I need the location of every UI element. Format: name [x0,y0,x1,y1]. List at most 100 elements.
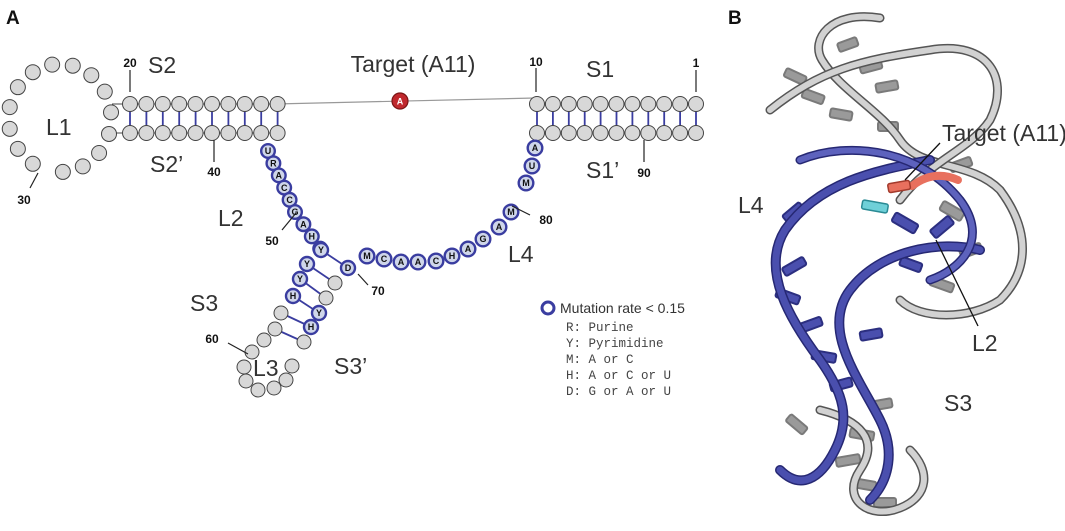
nucleotide-s1p-blue [526,139,544,157]
nucleotide-l3 [284,358,300,374]
base-grey [874,79,900,94]
nucleotide-l4 [459,240,477,258]
nucleotide-l1 [74,158,91,175]
nucleotide-s2 [171,96,188,112]
nucleotide-l1 [9,140,26,157]
stem-label-s2: S2 [148,52,176,78]
pos-10: 10 [529,55,543,69]
nucleotide-l2-letter: G [291,207,298,217]
nucleotide-s3p-letter: Y [316,308,322,318]
nucleotide-l4 [490,218,508,236]
nucleotide-s1p-blue-letter: M [522,178,530,188]
nucleotide-s3-letter: Y [297,274,303,284]
tick-70 [357,273,369,286]
base-grey [938,200,966,222]
pos-40: 40 [207,165,221,179]
nucleotide-s1p-blue-letter: U [529,161,536,171]
nucleotide-s3-letter: Y [318,245,324,255]
nucleotide-l1 [54,163,71,180]
nucleotide-s3-letter: Y [304,259,310,269]
nucleotide-s3 [312,241,330,259]
nucleotide-l2-letter: R [270,158,277,168]
pos-1: 1 [693,56,700,70]
nucleotide-l1 [1,99,18,116]
nucleotide-s3p [327,275,343,291]
nucleotide-s1 [672,96,689,112]
nucleotide-s1p [576,125,593,141]
pos-90: 90 [637,166,651,180]
nucleotide-l4-letter: A [398,257,405,267]
nucleotide-s1p-blue [523,157,541,175]
nucleotide-s2 [220,96,237,112]
nucleotide-l4-letter: M [507,207,515,217]
nucleotide-s1p [624,125,641,141]
nucleotide-s1p [656,125,673,141]
base-blue [890,211,920,235]
nucleotide-s3p-letter: D [345,263,352,273]
target-ribbon-segment [908,171,962,190]
cyan-base [860,199,889,214]
nucleotide-s2p [171,125,188,141]
nucleotide-l1 [24,64,41,81]
nucleotide-l4-letter: G [479,234,486,244]
nucleotide-l2-letter: H [309,232,316,242]
target-label: Target (A11) [351,51,476,77]
nucleotide-l4 [427,252,445,270]
base-grey [785,413,809,436]
stem-label-s2p: S2’ [150,151,183,177]
base-blue [781,256,808,277]
nucleotide-l4-letter: A [415,257,422,267]
nucleotide-s1p [640,125,657,141]
nucleotide-l3 [238,373,254,389]
nucleotide-s2 [187,96,204,112]
loop-label-l3: L3 [253,355,279,381]
nucleotide-s3 [284,287,302,305]
nucleotide-s1 [688,96,704,112]
nucleotide-s1 [656,96,673,112]
nucleotide-l4 [474,230,492,248]
nucleotide-s2p [269,125,286,141]
tick-60 [227,342,249,355]
pos-60: 60 [205,332,219,346]
nucleotide-s1p [688,125,704,141]
ribbon-grey-strand [767,45,1001,203]
nucleotide-s3p [302,318,320,336]
nucleotide-l4-letter: A [496,222,503,232]
pos-70: 70 [371,284,385,298]
nucleotide-s2p [122,125,138,141]
position-markers [29,68,697,355]
stem-label-s1: S1 [586,56,614,82]
nucleotide-s2p [220,125,237,141]
nucleotide-s1p [592,125,609,141]
base-blue [898,256,924,273]
nucleotide-l4-letter: M [363,251,371,261]
target-nucleotide [391,92,409,110]
nucleotide-s2p [204,125,220,141]
legend-blue-ring-icon [540,300,556,316]
nucleotide-s1 [608,96,625,112]
nucleotide-l4 [375,250,393,268]
nucleotide-s3p [318,290,334,306]
nucleotide-s3 [273,305,289,321]
nucleotide-l1 [64,57,81,74]
nucleotide-s2p [236,125,253,141]
nucleotide-l3 [236,359,252,375]
loop-label-l1: L1 [46,114,72,140]
nucleotide-s2 [204,96,220,112]
nucleotide-l4-letter: H [449,251,456,261]
nucleotide-s1p [560,125,577,141]
pos-30: 30 [17,193,31,207]
nucleotide-l1 [91,144,108,161]
nucleotide-s2 [122,96,138,112]
structure-label-l2: L2 [972,330,998,356]
base-grey [836,36,860,53]
pos-20: 20 [123,56,137,70]
nucleotide-s1 [560,96,577,112]
ribbon-grey-backbone [815,13,1026,318]
loops-group: URACCGAHCYYYHDYHMCAACHAGAMAUM [1,56,544,398]
nucleotide-s1p [544,125,561,141]
nucleotide-s1p-blue-letter: A [532,143,539,153]
base-blue [929,215,955,239]
nucleotide-s1p-blue [517,174,535,192]
nucleotide-l1 [24,155,41,172]
